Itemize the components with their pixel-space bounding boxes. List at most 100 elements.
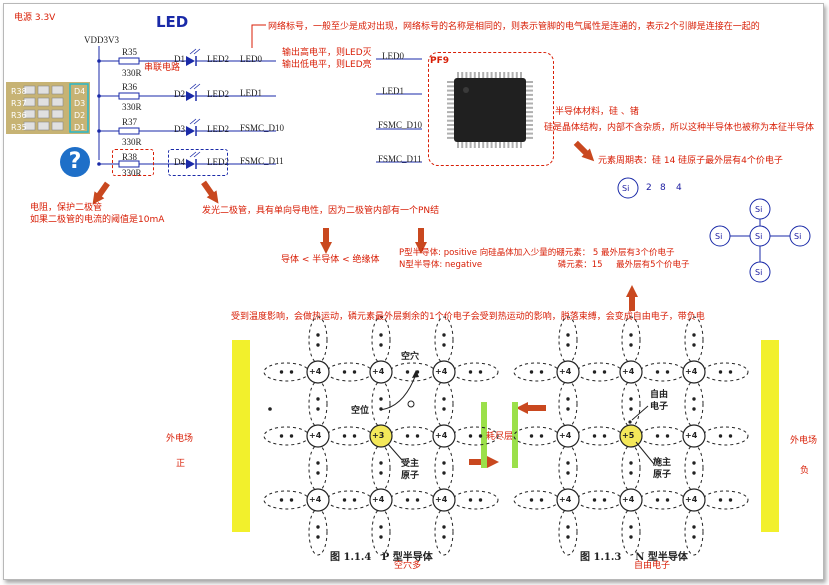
left-field-bar [232, 340, 250, 532]
p-atom-label: +4 [435, 495, 448, 504]
right-net-led1: LED1 [382, 86, 404, 96]
d2-ref: D2 [174, 89, 185, 99]
d1-led: LED2 [207, 54, 229, 64]
photo-label-d1: D1 [74, 123, 86, 132]
resistor-note-2: 如果二极管的电流的阈值是10mA [30, 215, 165, 225]
p-atom [369, 488, 393, 512]
vdd-label: VDD3V3 [84, 35, 119, 45]
n-atom [556, 424, 580, 448]
diode-3 [186, 126, 195, 136]
r36-value: 330R [122, 102, 142, 112]
right-field-bar [761, 340, 779, 532]
photo-label-d4: D4 [74, 87, 86, 96]
n-atom-label: +4 [685, 367, 698, 376]
p-caption: 图 1.1.4 P 型半导体 [330, 552, 433, 563]
d2-led: LED2 [207, 89, 229, 99]
left-field-sign: 正 [176, 459, 186, 469]
p-atom-label: +4 [309, 431, 322, 440]
si-center: Si [755, 232, 763, 241]
n-atom-label: +4 [622, 495, 635, 504]
r36-ref: R36 [122, 82, 138, 92]
board-photo [6, 82, 90, 134]
p-type-note: P型半导体: positive 向硅晶体加入少量的硼元素： 5 最外层有3个价电… [399, 248, 675, 258]
n-atom [682, 360, 706, 384]
left-field-label: 外电场 [166, 434, 194, 444]
r35-ref: R35 [122, 47, 138, 57]
n-dopant-label: +5 [622, 431, 635, 440]
diode-note: 发光二极管，具有单向导电性，因为二极管内部有一个PN结 [202, 206, 440, 216]
conductor-order-note: 导体 < 半导体 < 绝缘体 [281, 255, 380, 265]
n-atom [682, 488, 706, 512]
d1-ref: D1 [174, 54, 185, 64]
r37-value: 330R [122, 137, 142, 147]
resistor-highlight-box [112, 149, 154, 176]
p-atom-label: +4 [309, 495, 322, 504]
p-atom [432, 488, 456, 512]
led-title: LED [156, 13, 189, 31]
net-fsmc-d11: FSMC_D11 [240, 156, 284, 166]
chip-label: PF9 [430, 56, 450, 66]
power-label: 电源 3.3V [14, 13, 56, 23]
n-atom [556, 488, 580, 512]
acceptor-label-1: 受主 [401, 459, 420, 469]
acceptor-label-2: 原子 [401, 471, 420, 481]
diode-4 [186, 159, 195, 169]
help-icon[interactable]: ? [60, 147, 90, 177]
canvas: 电源 3.3V LED VDD3V3 R35 330R R36 330R R37… [3, 3, 824, 580]
p-atom [306, 360, 330, 384]
n-atom [619, 360, 643, 384]
right-net-fsmc-d11: FSMC_D11 [378, 154, 422, 164]
p-atom [306, 424, 330, 448]
n-atom-label: +4 [622, 367, 635, 376]
photo-label-r36: R36 [11, 111, 27, 120]
diode-2 [186, 91, 195, 101]
n-atom [556, 360, 580, 384]
hole-many-note: 空穴多 [394, 561, 422, 571]
shell-2: 8 [660, 183, 666, 193]
p-atom [369, 360, 393, 384]
p-atom-label: +4 [309, 367, 322, 376]
right-net-led0: LED0 [382, 51, 404, 61]
d4-led: LED2 [207, 157, 229, 167]
p-atom-label: +4 [435, 367, 448, 376]
p-atom [306, 488, 330, 512]
photo-label-r35: R35 [11, 123, 27, 132]
net-led1: LED1 [240, 88, 262, 98]
net-fsmc-d10: FSMC_D10 [240, 123, 285, 133]
diode-highlight-box [168, 149, 228, 176]
n-atom [619, 488, 643, 512]
resistor-note-1: 电阻，保护二极管 [30, 203, 103, 213]
right-field-sign: 负 [800, 466, 810, 476]
hole-marker [407, 400, 415, 408]
p-atom [432, 360, 456, 384]
chip-dashed-box [428, 52, 554, 166]
output-low-note: 输出低电平，则LED亮 [282, 60, 372, 70]
n-type-note: N型半导体: negative 磷元素：15 最外层有5个价电子 [399, 260, 690, 270]
circuit-row-3 [97, 118, 422, 136]
diode-1 [186, 56, 195, 66]
p-dopant-atom [369, 424, 393, 448]
lattice-diagram [263, 316, 749, 556]
p-atom-label: +4 [372, 495, 385, 504]
si-left: Si [715, 232, 723, 241]
r38-value: 330R [122, 168, 142, 178]
net-led0: LED0 [240, 54, 262, 64]
circuit-row-4 [97, 151, 422, 169]
si-atom-label: Si [622, 184, 630, 193]
p-atom-label: +4 [435, 431, 448, 440]
free-electron-label-1: 自由 [650, 390, 669, 400]
led-schematic [97, 46, 422, 169]
r37-ref: R37 [122, 117, 138, 127]
periodic-note: 元素周期表：硅 14 硅原子最外层有4个价电子 [598, 156, 783, 166]
depletion-bar-right [512, 402, 518, 468]
photo-label-r37: R37 [11, 99, 27, 108]
n-atom-label: +4 [685, 431, 698, 440]
circuit-row-2 [97, 83, 422, 101]
shell-1: 2 [646, 183, 652, 193]
n-caption: 图 1.1.3 N 型半导体 [580, 552, 688, 563]
thermal-note: 受到温度影响，会做热运动，磷元素最外层剩余的1个价电子会受到热运动的影响，脱落束… [231, 312, 705, 322]
crystal-note: 硅是晶体结构，内部不含杂质，所以这种半导体也被称为本征半导体 [544, 123, 815, 133]
n-atom [682, 424, 706, 448]
n-dopant-atom [619, 424, 643, 448]
shell-3: 4 [676, 183, 682, 193]
